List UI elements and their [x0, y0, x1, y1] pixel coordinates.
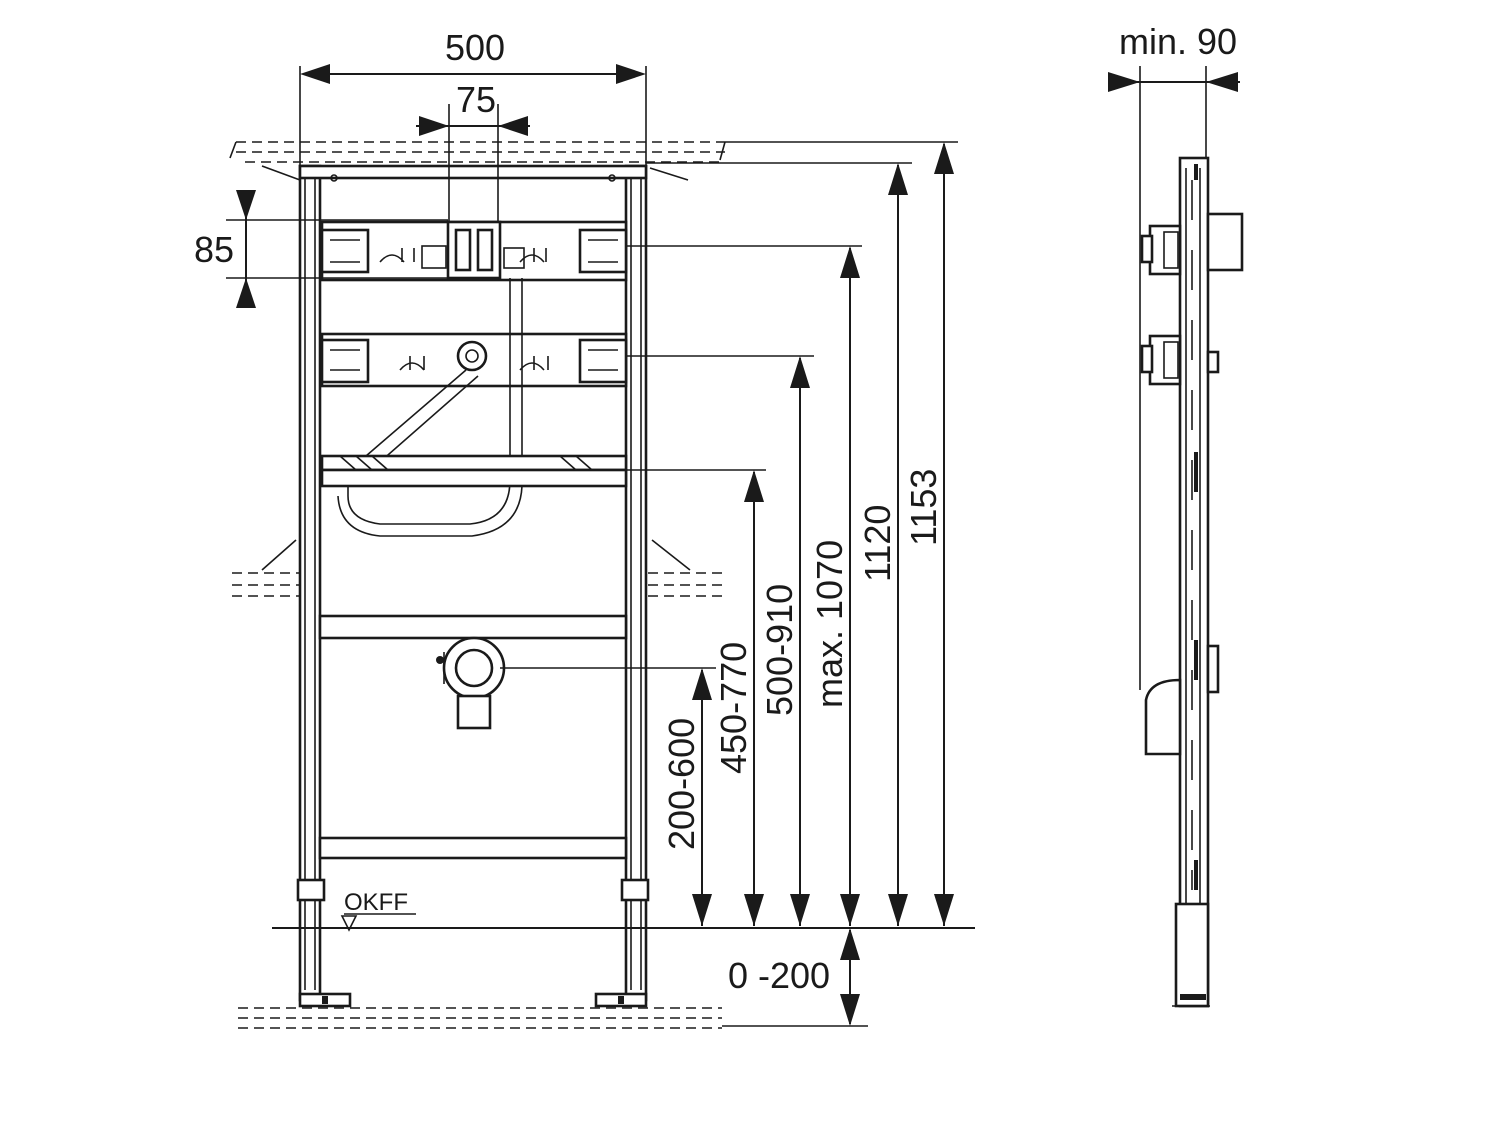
upper-mounting-bar	[320, 220, 628, 282]
width-dimension-label: 500	[445, 27, 505, 68]
middle-bar-height-label: 500-910	[759, 584, 800, 716]
side-frame-profile	[1178, 156, 1210, 1008]
total-height-label: 1153	[903, 469, 944, 546]
foot-adjust-label: 0 -200	[728, 955, 830, 996]
left-post	[298, 164, 322, 1002]
right-post	[624, 164, 648, 1002]
cross-plate	[320, 454, 628, 488]
lower-mounting-bar	[320, 332, 628, 388]
water-hoses	[337, 278, 523, 537]
side-upper-valve	[1140, 224, 1182, 276]
bracket-height-label: 85	[194, 229, 234, 270]
drain-fitting	[436, 636, 506, 730]
lower-bar-height-label: 450-770	[713, 642, 754, 774]
side-lower-valve	[1140, 334, 1220, 386]
side-drain	[1144, 644, 1220, 756]
foot-brace	[318, 836, 628, 860]
upper-bar-height-label: max. 1070	[809, 540, 850, 708]
front-dimensions: 500 75 85 200-600 450-770	[194, 27, 958, 1027]
lower-cross-bar	[318, 614, 628, 640]
frame-feet	[298, 992, 648, 1008]
drain-height-label: 200-600	[661, 718, 702, 850]
front-view: OKFF	[229, 141, 975, 1029]
side-view: min. 90	[1108, 21, 1244, 1008]
mid-wall-hatch	[232, 539, 725, 597]
frame-height-label: 1120	[857, 505, 898, 582]
floor-hatch	[238, 1007, 722, 1029]
top-wall-hatch	[229, 141, 726, 181]
floor-level-label: OKFF	[344, 889, 408, 916]
top-rail	[298, 164, 648, 180]
side-depth-label: min. 90	[1119, 21, 1237, 62]
connection-spacing-label: 75	[456, 79, 496, 120]
